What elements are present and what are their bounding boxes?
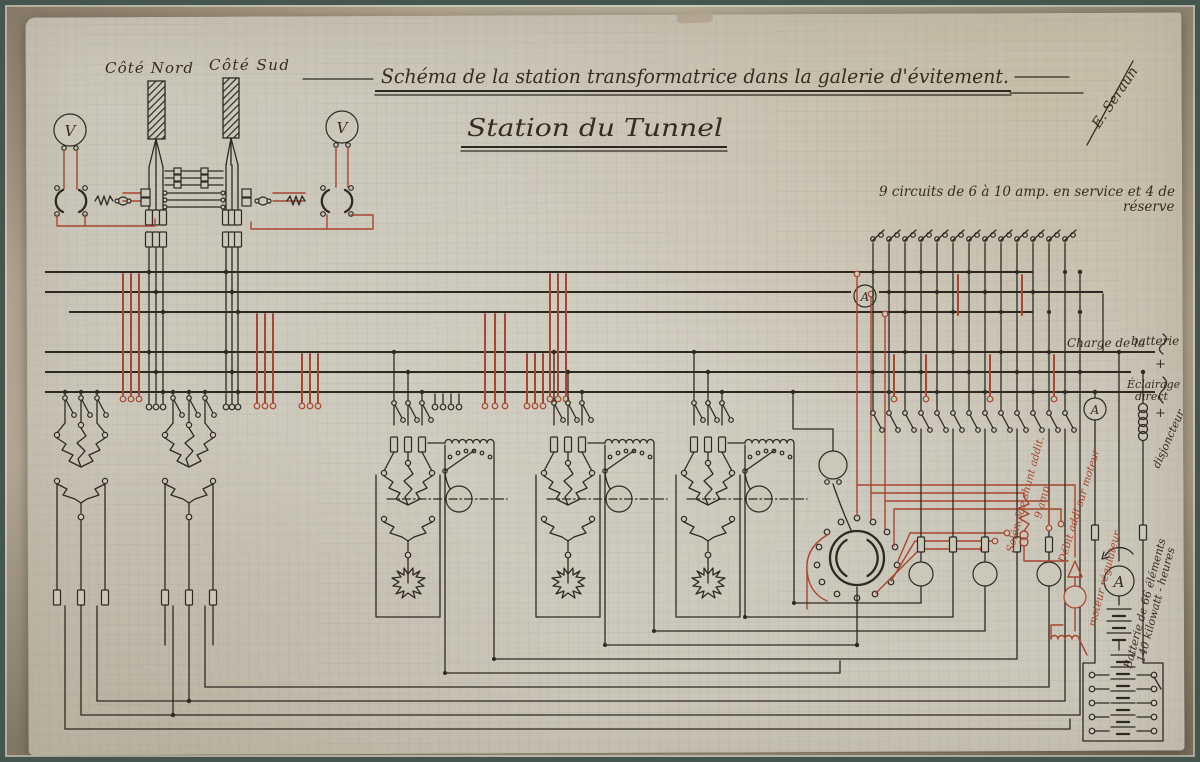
cable-sud [221, 77, 243, 411]
label-eclairage-2: direct [1135, 390, 1168, 403]
charge-brace [1158, 333, 1168, 355]
label-cote-sud: Côté Sud [209, 56, 289, 74]
bus-junctions [146, 269, 241, 395]
voltmeter-nord [53, 113, 87, 190]
label-circuits-note: 9 circuits de 6 à 10 amp. en service et … [879, 184, 1175, 200]
battery-charge-circuit: A [1083, 349, 1149, 651]
transformer-bank-sud [160, 389, 218, 716]
regulator-motor-circuit [1018, 492, 1088, 656]
page-subtitle: Station du Tunnel [467, 114, 723, 142]
label-cote-nord: Côté Nord [105, 59, 193, 77]
page-title: Schéma de la station transformatrice dan… [381, 64, 1009, 88]
label-eclairage-plus: + [1155, 406, 1166, 421]
transformer-unit-3 [675, 349, 808, 618]
transformer-unit-1 [375, 349, 508, 674]
red-distribution [806, 270, 1076, 610]
battery [1082, 644, 1164, 742]
battery-ammeter-label: A [1112, 573, 1125, 591]
rheostat-3 [686, 438, 808, 618]
transformer-bank-nord [52, 389, 110, 730]
exciter-circle [790, 389, 853, 533]
arrester-nord [53, 184, 156, 227]
charge-ammeter [1083, 397, 1107, 421]
circuit-columns [870, 229, 1083, 716]
transformer-unit-2 [535, 349, 668, 646]
label-circuits-note-2: réserve [1123, 199, 1174, 215]
schematic-drawing: V A [45, 56, 1188, 742]
intercable-links [162, 167, 226, 210]
signature: E. Seraun [1009, 60, 1142, 146]
bus-bars [45, 271, 1155, 393]
bottom-feeders [64, 601, 1081, 730]
label-charge-1: Charge de la [1067, 336, 1145, 350]
label-eclairage-1: Éclairage [1126, 377, 1181, 391]
disjoncteur-coil [1137, 373, 1149, 526]
rheostat-2 [546, 438, 668, 646]
rheostat-1 [386, 438, 508, 674]
red-tap-stubs [119, 273, 570, 411]
voltmeter-sud [325, 110, 359, 188]
label-charge-2: batterie [1131, 334, 1179, 348]
signature-text: E. Seraun [1088, 64, 1141, 132]
label-charge-plus: + [1155, 357, 1166, 372]
cable-nord [144, 80, 168, 411]
arrester-sud [241, 184, 374, 230]
eclairage-brace [1158, 376, 1168, 404]
title-block: Schéma de la station transformatrice dan… [302, 64, 1070, 152]
